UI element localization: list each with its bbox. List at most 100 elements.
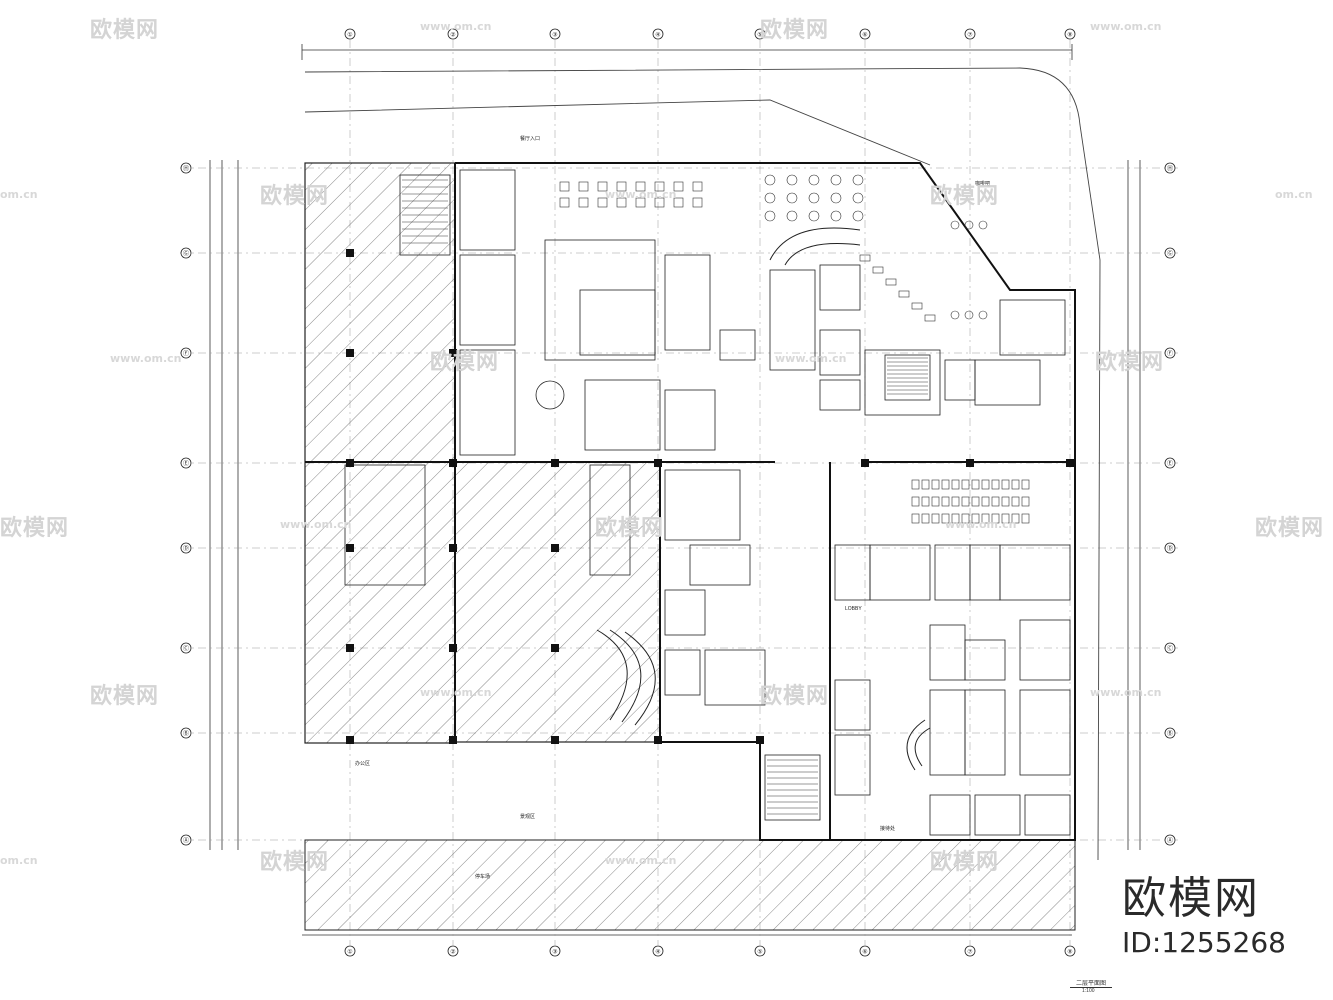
curved-stair [596, 629, 656, 726]
seat [921, 479, 930, 490]
grid-label: ⑥ [862, 949, 867, 956]
chair [964, 220, 974, 230]
seat [1021, 479, 1030, 490]
grid-bubble [180, 247, 192, 259]
grid-label: Ⓕ [1167, 350, 1173, 358]
chair [964, 310, 974, 320]
watermark-logo: 欧模网 [90, 684, 160, 709]
watermark-logo: 欧模网 [260, 850, 330, 875]
svg-text:停车场: 停车场 [475, 873, 490, 880]
seat [941, 479, 950, 490]
seat [971, 513, 980, 524]
grid-bubble [652, 945, 664, 957]
seat [1001, 513, 1010, 524]
seat [931, 513, 940, 524]
drawing-labels: 餐厅入口 咖啡吧 LOBBY 接待处 办公区 停车场 景观区 [355, 135, 990, 880]
grid-label: Ⓕ [183, 350, 189, 358]
column [1066, 459, 1074, 467]
watermark-logo: 欧模网 [0, 516, 70, 541]
table [872, 266, 884, 274]
seat [1011, 513, 1020, 524]
table [885, 278, 897, 286]
grid-bubble [964, 945, 976, 957]
table [673, 181, 684, 192]
grid-bubble [549, 945, 561, 957]
table [578, 197, 589, 208]
seat [961, 479, 970, 490]
model-id: ID:1255268 [1122, 926, 1286, 959]
left-dimension-line [209, 160, 239, 850]
grid-label: ④ [655, 32, 660, 39]
svg-text:景观区: 景观区 [520, 813, 535, 820]
hatched-area-west [304, 162, 456, 744]
grid-bubble [1164, 347, 1176, 359]
watermark-url: www.om.cn [280, 518, 352, 531]
watermark-url: www.om.cn [775, 352, 847, 365]
round-table [786, 174, 798, 186]
seat [1011, 479, 1020, 490]
column [861, 459, 869, 467]
seat [921, 513, 930, 524]
watermark-logo: 欧模网 [260, 184, 330, 209]
hatched-area-central [454, 461, 661, 743]
interior-rooms [399, 169, 1066, 821]
grid-label: Ⓒ [1167, 645, 1173, 653]
grid-label: ③ [552, 949, 557, 956]
watermark-logo: 欧模网 [430, 350, 500, 375]
classroom-seating [911, 479, 1030, 524]
grid-bubble [180, 347, 192, 359]
seat [951, 513, 960, 524]
column [756, 736, 764, 744]
grid-label: Ⓑ [183, 730, 189, 738]
grid-bubble [180, 162, 192, 174]
watermark-url: www.om.cn [1090, 686, 1162, 699]
grid-label: ⑦ [967, 949, 972, 956]
grid-bubble [1164, 457, 1176, 469]
round-table [764, 210, 776, 222]
table [911, 302, 923, 310]
grid-bubble [859, 28, 871, 40]
column [449, 544, 457, 552]
grid-bubble [344, 945, 356, 957]
column [551, 644, 559, 652]
column [551, 459, 559, 467]
seat [991, 479, 1000, 490]
structural-columns [346, 249, 1074, 744]
column [346, 544, 354, 552]
grid-label: ⑦ [967, 32, 972, 39]
seat [931, 496, 940, 507]
right-dimension-line [1127, 160, 1141, 850]
watermark-url: om.cn [0, 854, 38, 867]
grid-bubble [1164, 247, 1176, 259]
grid-bubble [859, 945, 871, 957]
seat [971, 479, 980, 490]
grid-bubble [180, 542, 192, 554]
grid-bubble [180, 642, 192, 654]
seat [931, 479, 940, 490]
round-table [808, 174, 820, 186]
column [346, 349, 354, 357]
table [692, 181, 703, 192]
grid-label: Ⓓ [1167, 545, 1173, 553]
round-table [852, 210, 864, 222]
watermark-url: www.om.cn [605, 188, 677, 201]
table [597, 181, 608, 192]
table [654, 197, 665, 208]
table [635, 181, 646, 192]
round-table [764, 192, 776, 204]
grid-bubble [447, 945, 459, 957]
svg-text:办公区: 办公区 [355, 760, 370, 767]
svg-text:接待处: 接待处 [880, 825, 895, 832]
drawing-scale: 1:100 [1082, 988, 1095, 994]
grid-label: Ⓔ [1167, 460, 1173, 468]
seat [1001, 479, 1010, 490]
chair [978, 220, 988, 230]
round-table [852, 174, 864, 186]
round-table [830, 192, 842, 204]
column [654, 459, 662, 467]
watermark-url: om.cn [0, 188, 38, 201]
watermark-url: www.om.cn [1090, 20, 1162, 33]
watermark-logo: 欧模网 [1095, 350, 1165, 375]
